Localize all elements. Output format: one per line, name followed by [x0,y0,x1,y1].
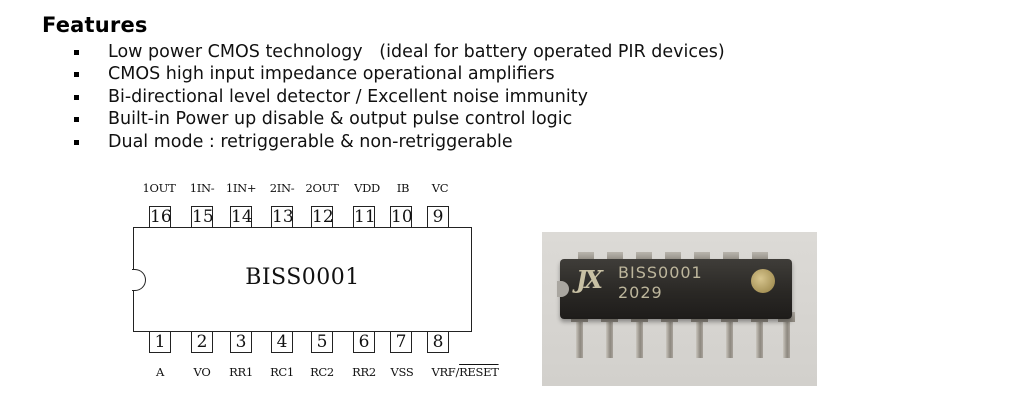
pin-5: 5 [311,332,333,353]
pin-name-5: RC2 [310,365,334,379]
features-list: Low power CMOS technology (ideal for bat… [74,41,725,153]
bullet-icon [74,50,79,55]
pin-name-13: 2IN- [269,181,295,195]
bullet-icon [74,94,79,100]
pin-10: 10 [390,206,413,227]
pin-name-2: VO [193,365,211,379]
photo-chip-body: JX BISS0001 2029 [557,259,792,319]
feature-text: Low power CMOS technology (ideal for bat… [108,42,725,62]
photo-leg [723,252,739,262]
pin-name-15: 1IN- [189,181,215,195]
photo-leg [636,252,652,262]
photo-logo: JX [576,265,603,294]
pin-3: 3 [230,332,252,353]
pin-name-3: RR1 [229,365,253,379]
pin-name-14: 1IN+ [225,181,257,195]
photo-chip-notch [557,281,569,297]
feature-item: Dual mode : retriggerable & non-retrigge… [74,131,725,153]
pin-6: 6 [353,332,375,353]
photo-leg [752,252,768,262]
bullet-icon [74,139,79,145]
photo-top-legs [570,252,780,264]
ic-pinout-diagram: 1OUT 1IN- 1IN+ 2IN- 2OUT VDD IB VC 16 15… [120,176,520,386]
pin-name-8-reset: RESET [459,365,499,379]
photo-marking-line2: 2029 [618,283,663,302]
pin-4: 4 [271,332,293,353]
pin-name-8: VRF/RESET [425,365,505,379]
ic-label: BISS0001 [245,265,360,290]
pin-11: 11 [353,206,376,227]
photo-leg [694,252,710,262]
pin-8: 8 [427,332,449,353]
photo-leg [665,252,681,262]
pin-12: 12 [311,206,334,227]
bullet-icon [74,72,79,78]
bullet-icon [74,117,79,123]
feature-text: Bi-directional level detector / Excellen… [108,86,588,107]
feature-item: CMOS high input impedance operational am… [74,63,725,85]
pin-1: 1 [149,332,171,353]
pin-name-16: 1OUT [142,181,176,195]
photo-pin1-dot [751,269,775,293]
pin-16: 16 [149,206,172,227]
pin-name-1: A [155,365,164,379]
pin-13: 13 [271,206,294,227]
pin-name-8-prefix: VRF/ [431,365,460,379]
pin-name-7: VSS [390,365,414,379]
feature-item: Low power CMOS technology (ideal for bat… [74,41,725,63]
pin-name-11: VDD [354,181,380,195]
feature-item: Built-in Power up disable & output pulse… [74,108,725,130]
feature-item: Bi-directional level detector / Excellen… [74,86,725,108]
feature-text: CMOS high input impedance operational am… [108,64,555,85]
pin-name-9: VC [431,181,449,195]
pin-2: 2 [191,332,213,353]
pin-14: 14 [230,206,253,227]
pin-name-12: 2OUT [305,181,339,195]
pin-9: 9 [427,206,449,227]
features-heading: Features [42,13,148,37]
pin-name-10: IB [396,181,410,195]
pin-7: 7 [390,332,412,353]
pin-name-6: RR2 [352,365,376,379]
pin-15: 15 [191,206,214,227]
feature-text: Dual mode : retriggerable & non-retrigge… [108,131,513,152]
photo-leg [607,252,623,262]
feature-text: Built-in Power up disable & output pulse… [108,109,573,130]
ic-photo: JX BISS0001 2029 [542,232,817,386]
pin-name-4: RC1 [270,365,294,379]
ic-body: BISS0001 [132,227,472,332]
photo-marking-line1: BISS0001 [618,263,703,282]
photo-leg [578,252,594,262]
